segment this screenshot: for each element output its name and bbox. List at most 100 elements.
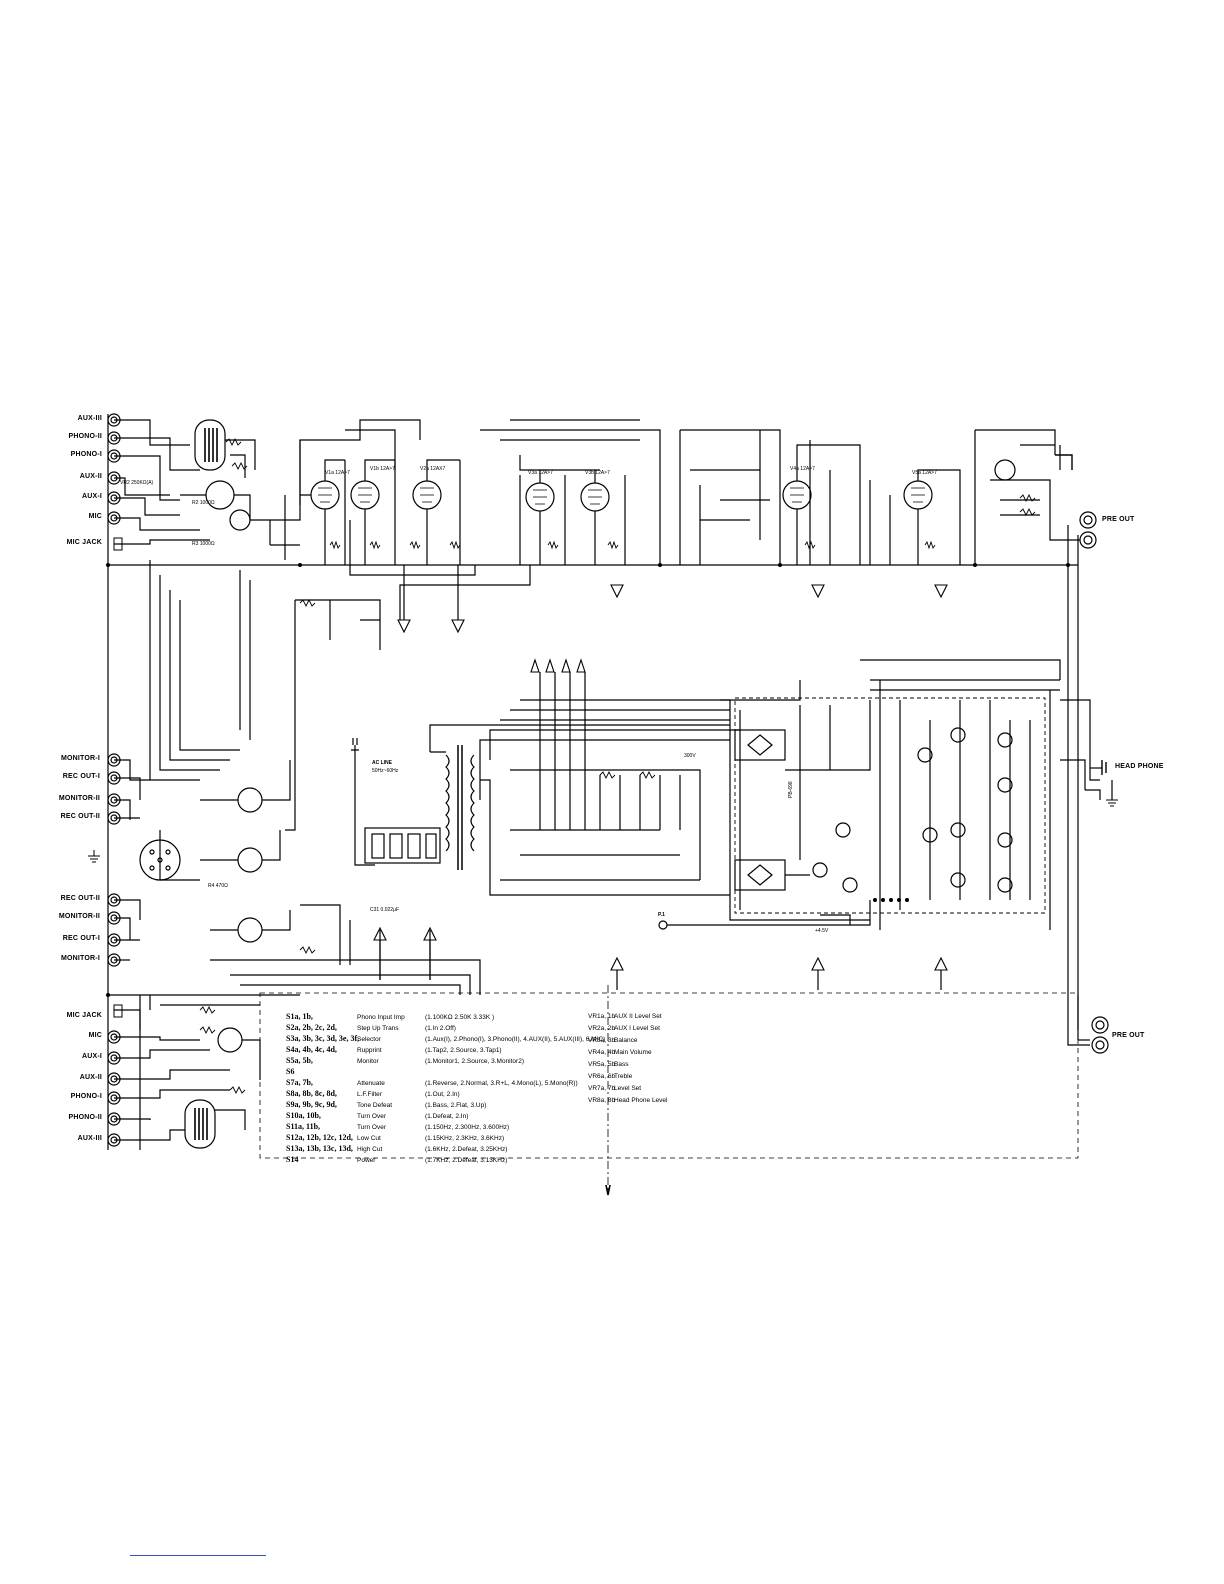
input-label-aux2-top: AUX-II bbox=[79, 473, 102, 480]
input-jack-aux3-bottom bbox=[107, 1133, 121, 1147]
input-label-micjack-top: MIC JACK bbox=[66, 539, 102, 546]
legend-vr-name: AUX I Level Set bbox=[614, 1025, 660, 1032]
legend-vr-name: Balance bbox=[614, 1037, 638, 1044]
input-jack-mic-bottom bbox=[107, 1030, 121, 1044]
input-jack-phono2-top bbox=[107, 431, 121, 445]
ac-frequency-label: 50Hz~60Hz bbox=[372, 768, 399, 774]
pre-out-jack-bottom-2 bbox=[1091, 1036, 1109, 1054]
headphone-jack-symbol bbox=[1090, 760, 1107, 775]
legend-vr-id: VR5a, 5b bbox=[588, 1061, 616, 1068]
input-jack-phono1-top bbox=[107, 449, 121, 463]
test-point-triangle bbox=[423, 926, 437, 941]
input-label-phono2-bottom: PHONO-II bbox=[68, 1114, 102, 1121]
tube-v5a bbox=[903, 480, 933, 510]
legend-function: Tone Defeat bbox=[357, 1102, 393, 1109]
input-jack-phono1-bottom bbox=[107, 1091, 121, 1105]
test-point-triangle bbox=[373, 926, 387, 941]
ac-line-label: AC LINE bbox=[372, 760, 392, 766]
tape-label-recout1-top: REC OUT-I bbox=[62, 773, 100, 780]
input-jack-aux2-top bbox=[107, 471, 121, 485]
legend-switch: S8a, 8b, 8c, 8d, bbox=[286, 1089, 337, 1098]
legend-vr-id: VR8a, 8b bbox=[588, 1097, 616, 1104]
input-label-micjack-bottom: MIC JACK bbox=[66, 1012, 102, 1019]
pre-out-label-bottom: PRE OUT bbox=[1112, 1032, 1145, 1039]
resistor-label-r2: R2 1000Ω bbox=[192, 500, 215, 506]
input-label-phono2-top: PHONO-II bbox=[68, 433, 102, 440]
ac-line-plug bbox=[351, 738, 359, 765]
step-up-transformer-bottom bbox=[184, 1099, 216, 1149]
legend-function: Rupprint bbox=[357, 1047, 382, 1054]
pre-out-jack-top-2 bbox=[1079, 531, 1097, 549]
output-triangle bbox=[545, 658, 555, 673]
output-transistors bbox=[812, 727, 1013, 893]
tape-label-recout2-bottom: REC OUT-II bbox=[60, 895, 100, 902]
legend-function: Monitor bbox=[357, 1058, 379, 1065]
legend-position: (1.15KHz, 2.3KHz, 3.6KHz) bbox=[425, 1135, 505, 1142]
legend-function: Attenuate bbox=[357, 1080, 385, 1087]
legend-position: (1.7KHz, 2.Defeat, 3.13KHz) bbox=[425, 1157, 508, 1164]
legend-vr-name: AUX II Level Set bbox=[614, 1013, 662, 1020]
legend-switch: S6 bbox=[286, 1067, 295, 1076]
tape-jack-recout1-bottom bbox=[107, 933, 121, 947]
tube-label-v1b: V1b 12A>7 bbox=[370, 466, 395, 472]
output-triangle bbox=[576, 658, 586, 673]
tube-v3a bbox=[525, 482, 555, 512]
tape-label-recout1-bottom: REC OUT-I bbox=[62, 935, 100, 942]
step-up-transformer-top bbox=[194, 419, 226, 471]
legend-function: Turn Over bbox=[357, 1113, 387, 1120]
test-point-triangle bbox=[451, 619, 465, 634]
legend-switch: S11a, 11b, bbox=[286, 1122, 321, 1131]
legend-switch: S10a, 10b, bbox=[286, 1111, 321, 1120]
voltage-label-4v5: +4.5V bbox=[815, 928, 829, 934]
legend-switch: S14 bbox=[286, 1155, 299, 1164]
input-jack-aux2-bottom bbox=[107, 1072, 121, 1086]
test-point-triangle bbox=[610, 584, 624, 599]
legend-switch: S13a, 13b, 13c, 13d, bbox=[286, 1144, 353, 1153]
legend-vr-id: VR2a, 2b bbox=[588, 1025, 616, 1032]
tape-label-monitor1-bottom: MONITOR-I bbox=[60, 955, 100, 962]
legend-position: (1.Bass, 2.Flat, 3.Up) bbox=[425, 1102, 487, 1109]
tube-label-v5a: V5a 12A>7 bbox=[912, 470, 937, 476]
pre-out-jack-bottom bbox=[1091, 1016, 1109, 1034]
legend-vr-name: Head Phone Level bbox=[614, 1097, 668, 1104]
tape-jack-monitor2-top bbox=[107, 793, 121, 807]
bridge-rectifier-lower bbox=[734, 859, 786, 891]
legend-position: (1.Monitor1, 2.Source, 3.Monitor2) bbox=[425, 1058, 524, 1065]
cap-label-c31: C31 0.022μF bbox=[370, 907, 400, 913]
legend-position: (1.In 2.Off) bbox=[425, 1025, 456, 1032]
regulator-label: PB-698 bbox=[788, 781, 794, 798]
resistor-label-r4: R4 470Ω bbox=[208, 883, 228, 889]
test-point-triangle bbox=[397, 619, 411, 634]
legend-position: (1.150Hz, 2.300Hz, 3.600Hz) bbox=[425, 1124, 510, 1131]
legend-vr-id: VR4a, 4b bbox=[588, 1049, 616, 1056]
legend-function: Step Up Trans bbox=[357, 1025, 399, 1032]
tube-v1a bbox=[310, 480, 340, 510]
legend-switch: S3a, 3b, 3c, 3d, 3e, 3f, bbox=[286, 1034, 360, 1043]
bridge-rectifier-upper bbox=[734, 729, 786, 761]
input-label-aux3-top: AUX-III bbox=[77, 415, 102, 422]
legend-switch: S4a, 4b, 4c, 4d, bbox=[286, 1045, 337, 1054]
tube-v3b bbox=[580, 482, 610, 512]
legend-position: (1.Defeat, 2.In) bbox=[425, 1113, 469, 1120]
test-point-triangle bbox=[934, 956, 948, 971]
test-point-triangle bbox=[934, 584, 948, 599]
tube-label-v3b: V3b 12A>7 bbox=[585, 470, 610, 476]
output-triangle bbox=[530, 658, 540, 673]
input-label-aux3-bottom: AUX-III bbox=[77, 1135, 102, 1142]
tape-jack-monitor2-bottom bbox=[107, 911, 121, 925]
tape-label-monitor2-bottom: MONITOR-II bbox=[58, 913, 100, 920]
input-label-aux1-bottom: AUX-I bbox=[81, 1053, 102, 1060]
legend-function: Turn Over bbox=[357, 1124, 387, 1131]
pre-out-label-top: PRE OUT bbox=[1102, 516, 1135, 523]
legend-vr-id: VR1a, 1b bbox=[588, 1013, 616, 1020]
headphone-label: HEAD PHONE bbox=[1115, 763, 1164, 770]
legend-position: (1.6KHz, 2.Defeat, 3.25KHz) bbox=[425, 1146, 508, 1153]
output-triangle bbox=[561, 658, 571, 673]
tube-label-v3a: V3a 12A>7 bbox=[528, 470, 553, 476]
tape-label-recout2-top: REC OUT-II bbox=[60, 813, 100, 820]
legend-vr-id: VR3a, 3b bbox=[588, 1037, 616, 1044]
p1-label: P.1 bbox=[658, 912, 665, 918]
legend-switch: S1a, 1b, bbox=[286, 1012, 313, 1021]
test-point-triangle bbox=[811, 956, 825, 971]
